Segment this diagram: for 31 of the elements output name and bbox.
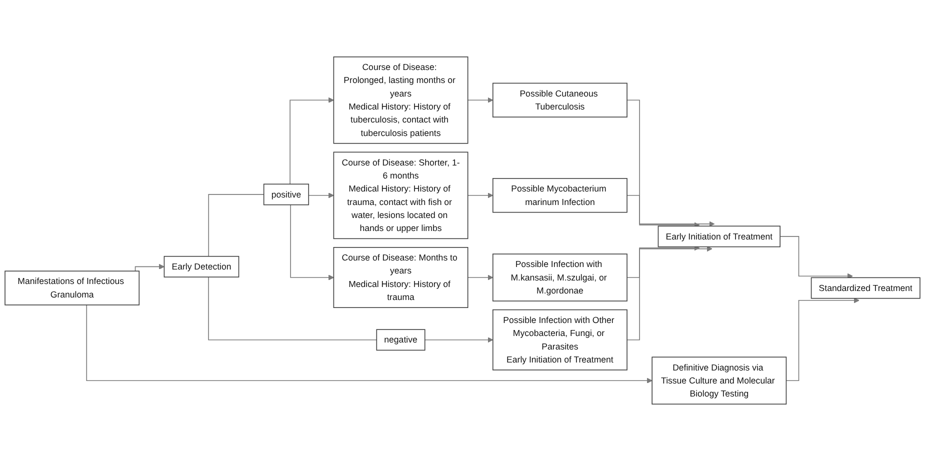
node-box: Course of Disease: Prolonged, lasting months or years Medical History: History of tuberculosis, contact with tuberculosis patients (333, 56, 468, 144)
arrow (626, 100, 715, 227)
node-box: Possible Infection with Other Mycobacteria, Fungi, or Parasites Early Initiation of Treatment (492, 309, 628, 370)
arrow (626, 246, 712, 340)
arrow (467, 274, 494, 280)
node-box: Course of Disease: Shorter, 1-6 months Medical History: History of trauma, contact with fish or water, lesions located on hands or upper limbs (333, 152, 468, 240)
arrow (626, 195, 700, 228)
node-box: Possible Cutaneous Tuberculosis (492, 82, 628, 118)
node-box: Standardized Treatment (810, 277, 920, 299)
arrow (290, 204, 334, 280)
connector (208, 194, 264, 257)
node-box: Early Detection (164, 256, 240, 278)
connector (208, 276, 378, 340)
arrow (134, 264, 164, 272)
node-box: negative (376, 329, 426, 351)
arrow (424, 337, 494, 343)
arrow (308, 192, 334, 198)
arrow (290, 97, 334, 185)
node-box: Early Initiation of Treatment (658, 226, 780, 248)
node-box: Course of Disease: Months to years Medical History: History of trauma (333, 247, 468, 308)
arrow (467, 192, 494, 198)
node-box: Possible Mycobacterium marinum Infection (492, 178, 628, 213)
node-box: Manifestations of Infectious Granuloma (4, 270, 140, 306)
node-box: positive (263, 184, 310, 206)
arrow (780, 236, 853, 279)
arrow (467, 97, 494, 103)
arrow (86, 304, 652, 384)
arrow (786, 298, 860, 382)
node-box: Definitive Diagnosis via Tissue Culture and Molecular Biology Testing (652, 356, 787, 405)
node-box: Possible Infection with M.kansasii, M.szulgai, or M.gordonae (492, 254, 628, 302)
arrow (626, 245, 700, 278)
